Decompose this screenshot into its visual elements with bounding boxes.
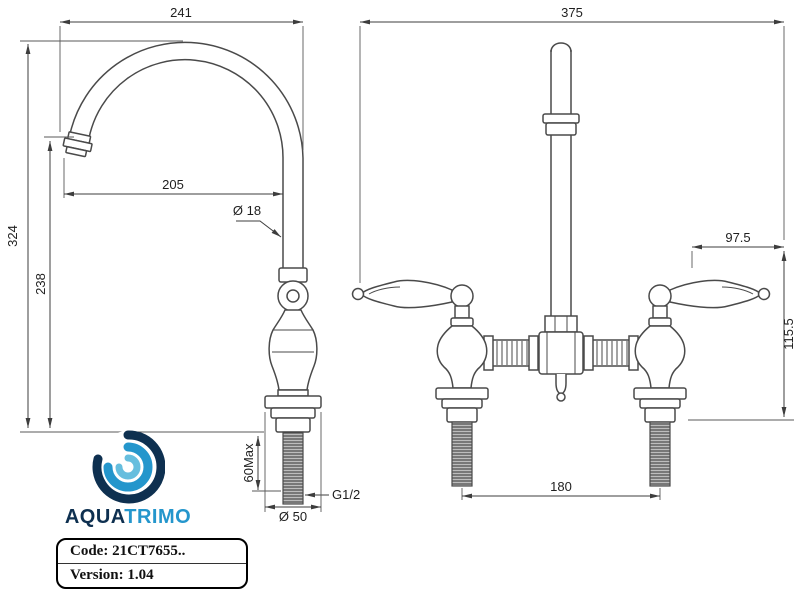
dim-spout-height: 238: [33, 273, 48, 295]
side-view-dimensions: 241 324 238 205 Ø 18 60Max G1/2 Ø 50: [5, 5, 360, 524]
aquatrimo-swirl-icon: [92, 430, 165, 504]
title-block-version-row: Version: 1.04: [58, 564, 246, 587]
gooseneck-spout: [62, 41, 304, 268]
threaded-shank-right: [649, 421, 671, 487]
side-view-faucet: [62, 41, 322, 505]
dim-thread-size: G1/2: [332, 487, 360, 502]
spout-drain-drop: [555, 374, 567, 395]
dim-spout-reach: 205: [162, 177, 184, 192]
code-value: 21CT7655..: [112, 543, 186, 559]
lever-handle-right: [669, 279, 763, 309]
dim-overall-width-side: 241: [170, 5, 192, 20]
dim-inlet-centres: 180: [550, 479, 572, 494]
title-block: Code: 21CT7655.. Version: 1.04: [56, 538, 248, 589]
dim-overall-height: 324: [5, 225, 20, 247]
code-label: Code:: [70, 543, 109, 559]
dim-spout-diameter: Ø 18: [233, 203, 261, 218]
central-spout-column: [542, 42, 580, 333]
threaded-shank-left: [451, 421, 473, 487]
front-view-faucet: [351, 42, 771, 487]
dim-handle-projection: 97.5: [725, 230, 750, 245]
left-valve: [351, 279, 489, 487]
lever-handle-left: [359, 279, 453, 309]
dim-body-height: 115.5: [781, 318, 796, 350]
front-view-dimensions: 375 97.5 115.5 180: [359, 5, 796, 500]
brand-name: AQUATRIMO: [58, 506, 198, 529]
version-value: 1.04: [127, 567, 154, 583]
right-valve: [633, 279, 771, 487]
dim-overall-width-front: 375: [561, 5, 583, 20]
brand-name-trimo: TRIMO: [124, 506, 192, 528]
bridge-body: [483, 331, 639, 402]
threaded-shank-side: [282, 431, 304, 505]
dim-max-deck: 60Max: [241, 443, 256, 483]
dim-base-diameter: Ø 50: [279, 509, 307, 524]
spout-aerator-cap: [62, 131, 93, 158]
valve-body-side: [264, 267, 322, 505]
brand-name-aqua: AQUA: [64, 506, 125, 528]
version-label: Version:: [70, 567, 124, 583]
brand-logo: AQUATRIMO: [58, 430, 198, 529]
title-block-code-row: Code: 21CT7655..: [58, 540, 246, 564]
